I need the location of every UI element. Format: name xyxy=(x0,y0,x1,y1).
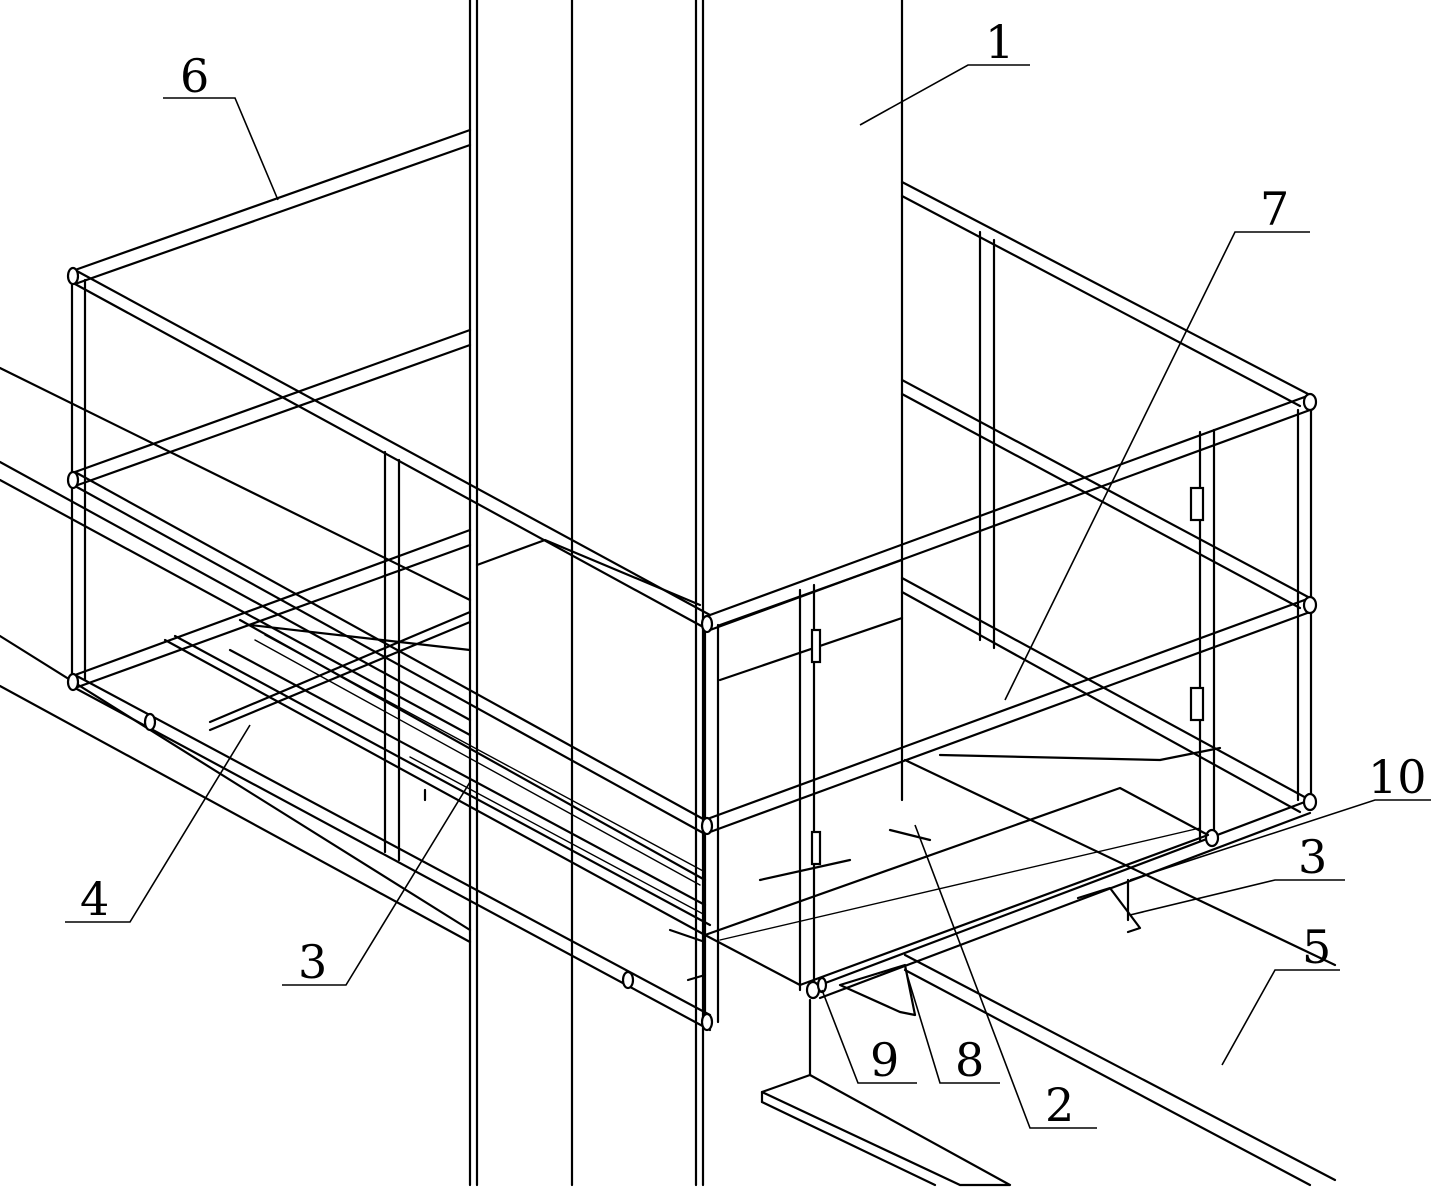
callout-10: 10 xyxy=(1368,750,1427,804)
callout-1: 1 xyxy=(985,15,1014,69)
callout-labels: 1 6 7 10 3 5 4 3 9 8 2 xyxy=(80,15,1427,1132)
callout-7: 7 xyxy=(1260,182,1289,236)
column-1 xyxy=(470,0,902,1185)
callout-5: 5 xyxy=(1302,920,1331,974)
guard-rail-6 xyxy=(68,130,718,1030)
callout-9: 9 xyxy=(870,1033,899,1087)
callout-4: 4 xyxy=(80,872,109,926)
beam-5 xyxy=(0,368,1335,1185)
callout-2: 2 xyxy=(1045,1078,1074,1132)
callout-6: 6 xyxy=(180,49,209,103)
callout-8: 8 xyxy=(955,1033,984,1087)
callout-3-right: 3 xyxy=(1298,830,1327,884)
lower-flange-beam xyxy=(762,1000,1010,1185)
guard-rail-7 xyxy=(710,182,1316,998)
leader-lines xyxy=(65,65,1431,1128)
callout-3-left: 3 xyxy=(298,935,327,989)
